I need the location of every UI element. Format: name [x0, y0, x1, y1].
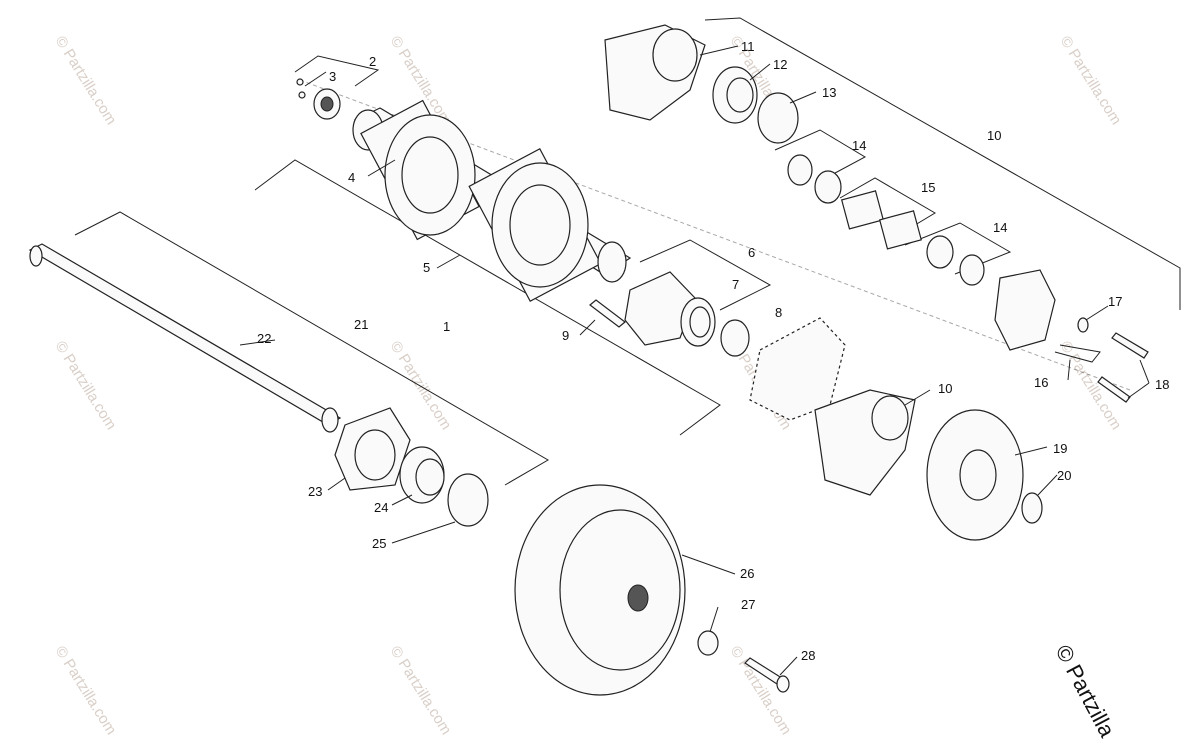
callout-16: 16 [1034, 375, 1048, 390]
part-8-clip [720, 319, 750, 357]
watermark-text: © Partzilla.com [52, 643, 120, 738]
watermark-text: © Partzilla.com [52, 33, 120, 128]
leader-lines [239, 45, 1150, 676]
caliper-right-half [994, 269, 1056, 351]
callout-21: 21 [354, 317, 368, 332]
callout-17: 17 [1108, 294, 1122, 309]
part-26-pulley [514, 484, 686, 696]
part-3-bolts [296, 78, 306, 99]
brand-mark: © Partzilla [1051, 641, 1121, 742]
callout-2: 2 [369, 54, 376, 69]
part-28-bolt [744, 657, 790, 693]
callout-10-upper: 10 [987, 128, 1001, 143]
part-27-washer [697, 630, 719, 656]
callout-25: 25 [372, 536, 386, 551]
bracket-6 [639, 239, 772, 311]
watermark-text: © Partzilla.com [1057, 33, 1125, 128]
part-2-cap [313, 88, 341, 120]
part-17-bleeder [1077, 317, 1089, 333]
callout-13: 13 [822, 85, 836, 100]
part-15-pad [840, 190, 885, 230]
callout-1: 1 [443, 319, 450, 334]
callout-24: 24 [374, 500, 388, 515]
part-12-bearing [712, 66, 758, 124]
callout-9: 9 [562, 328, 569, 343]
part-13-ring [757, 92, 799, 144]
bracket-10 [704, 17, 1181, 310]
callout-18: 18 [1155, 377, 1169, 392]
callout-4: 4 [348, 170, 355, 185]
callout-5: 5 [423, 260, 430, 275]
callout-14-upper: 14 [852, 138, 866, 153]
part-19-rotor [926, 409, 1024, 541]
watermark-text: © Partzilla.com [52, 338, 120, 433]
callout-22: 22 [257, 331, 271, 346]
part-14-bushing-upper [814, 170, 842, 204]
callout-27: 27 [741, 597, 755, 612]
callout-7: 7 [732, 277, 739, 292]
callout-8: 8 [775, 305, 782, 320]
bracket-1 [254, 159, 721, 436]
part-16-pin [1054, 344, 1101, 363]
callout-19: 19 [1053, 441, 1067, 456]
callout-14-lower: 14 [993, 220, 1007, 235]
part-14-bushing-lower [926, 235, 954, 269]
callout-26: 26 [740, 566, 754, 581]
part-14-ring-lower [959, 254, 985, 286]
callout-12: 12 [773, 57, 787, 72]
part-15-pad [878, 210, 923, 250]
bracket-21 [74, 211, 549, 486]
part-23-flange [334, 407, 411, 491]
bracket-14a [774, 129, 867, 181]
callout-labels: 1 2 3 4 5 6 7 8 9 10 10 11 12 13 14 14 1… [257, 39, 1169, 663]
callout-20: 20 [1057, 468, 1071, 483]
part-24-bearing [399, 446, 445, 504]
part-25-ring [447, 473, 489, 527]
callout-23: 23 [308, 484, 322, 499]
callout-6: 6 [748, 245, 755, 260]
part-18-bolt [1111, 332, 1149, 359]
bracket-2 [294, 55, 380, 87]
callout-3: 3 [329, 69, 336, 84]
part-10-caliper-upper [604, 24, 706, 121]
part-6-plate [624, 271, 696, 346]
part-9-bolt [589, 299, 626, 328]
part-14-ring-upper [787, 154, 813, 186]
gasket-dashed [749, 317, 846, 421]
part-20-circlip [1021, 492, 1043, 524]
callout-28: 28 [801, 648, 815, 663]
part-4-5-driveshaft [352, 99, 632, 302]
callout-15: 15 [921, 180, 935, 195]
part-7-seal [680, 297, 716, 347]
callout-10-lower: 10 [938, 381, 952, 396]
watermark-text: © Partzilla.com [387, 643, 455, 738]
callout-11: 11 [741, 39, 755, 54]
part-22-axle [28, 243, 342, 433]
part-10-caliper-lower [814, 389, 916, 496]
